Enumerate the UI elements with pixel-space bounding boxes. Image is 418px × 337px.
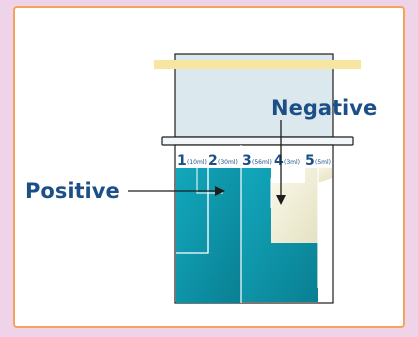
urine-test-diagram: 1 (10ml) 2 (30ml) 3 (56ml) 4 (3ml) 5 (5m… bbox=[25, 53, 377, 304]
vessel-outline-6 bbox=[196, 168, 223, 194]
negative-label: Negative bbox=[271, 96, 377, 120]
diagram-frame: 1 (10ml) 2 (30ml) 3 (56ml) 4 (3ml) 5 (5m… bbox=[13, 6, 405, 328]
negative-region-4 bbox=[271, 168, 318, 243]
container-rim bbox=[161, 136, 354, 146]
category-4-num: 4 bbox=[274, 153, 284, 169]
negative-arrowhead bbox=[276, 195, 286, 205]
positive-liquid-right bbox=[241, 168, 318, 302]
positive-label: Positive bbox=[25, 179, 120, 203]
category-1-num: 1 bbox=[177, 153, 187, 169]
category-3-num: 3 bbox=[242, 153, 252, 169]
yellow-band bbox=[154, 60, 361, 69]
category-5-num: 5 bbox=[305, 153, 315, 169]
positive-arrowhead bbox=[215, 186, 225, 196]
category-5-unit: (5ml) bbox=[315, 159, 331, 166]
category-2-unit: (30ml) bbox=[218, 159, 238, 166]
category-3-unit: (56ml) bbox=[252, 159, 272, 166]
category-2-num: 2 bbox=[208, 153, 218, 169]
category-4-unit: (3ml) bbox=[284, 159, 300, 166]
category-labels: 1 (10ml) 2 (30ml) 3 (56ml) 4 (3ml) 5 (5m… bbox=[177, 153, 331, 169]
category-1-unit: (10ml) bbox=[187, 159, 207, 166]
